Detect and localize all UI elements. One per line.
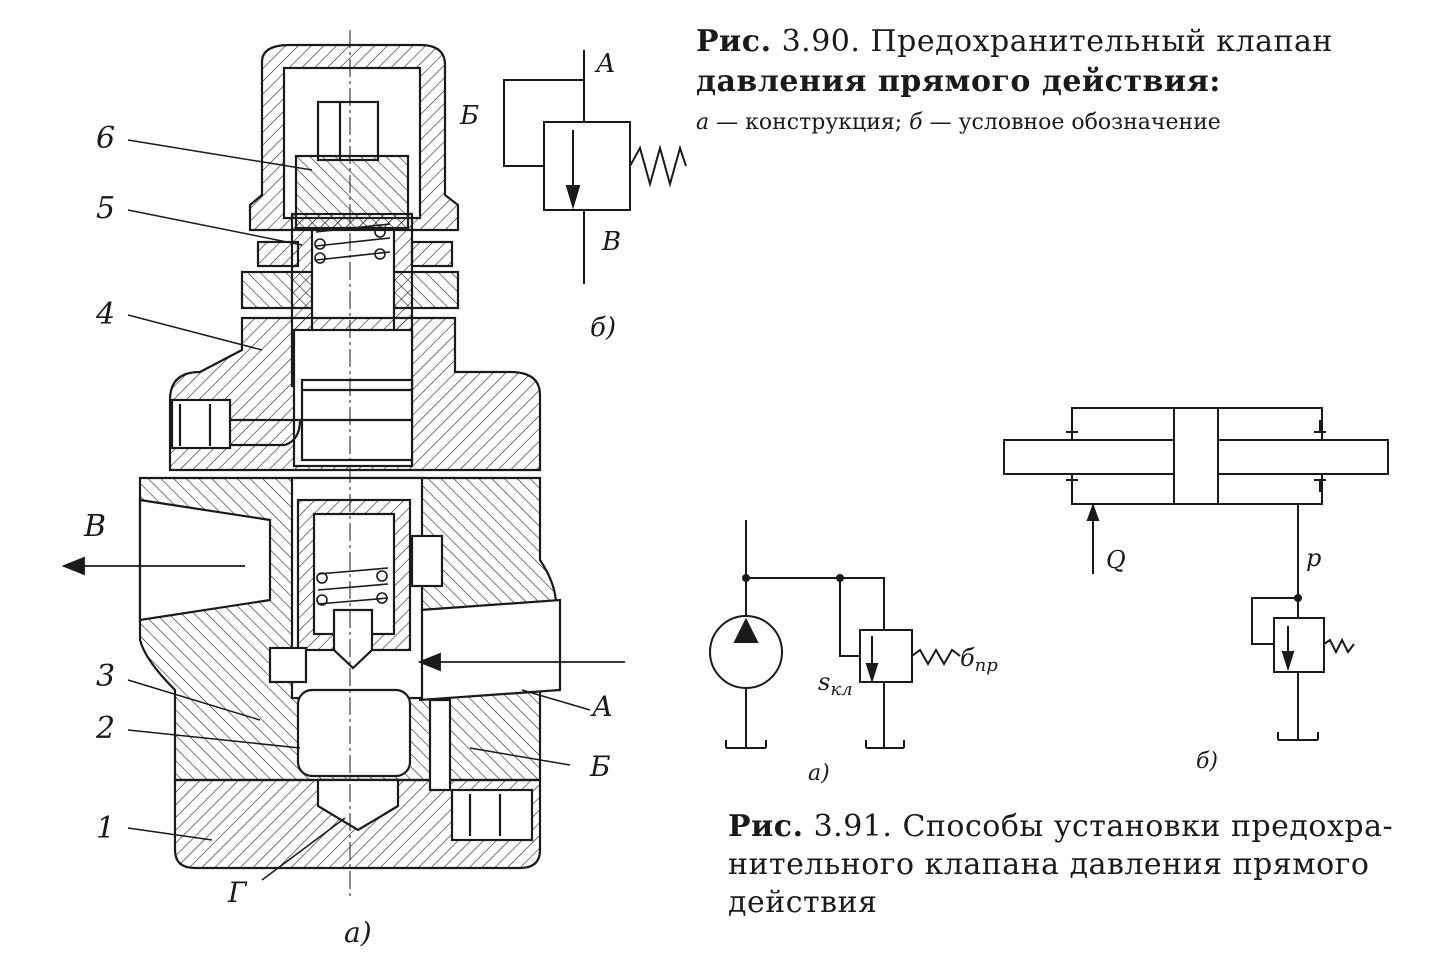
callout-5: 5 bbox=[96, 191, 115, 226]
pump-circuit bbox=[709, 520, 961, 749]
fig391-label: Рис. bbox=[728, 809, 804, 844]
fig390-number: 3.90. bbox=[781, 24, 861, 59]
valve-symbol bbox=[503, 50, 687, 284]
upper-spring bbox=[314, 223, 391, 264]
seat-g-label: Г bbox=[227, 876, 248, 909]
cylinder-circuit bbox=[1003, 407, 1389, 741]
port-b-label: Б bbox=[589, 750, 611, 783]
fig390-caption: Рис. 3.90. Предохранительный клапан давл… bbox=[696, 22, 1396, 138]
fig391-subfig-a: а) bbox=[808, 761, 830, 786]
p-label: p bbox=[1306, 544, 1321, 572]
fig390-title-line2: давления прямого действия: bbox=[696, 64, 1221, 99]
q-label: Q bbox=[1106, 546, 1126, 574]
lower-spring bbox=[316, 567, 389, 606]
fig391-line2: нительного клапана давления прямого bbox=[728, 847, 1370, 882]
symbol-port-v: В bbox=[601, 227, 621, 257]
callout-2: 2 bbox=[95, 711, 115, 746]
subfig-a-label: а) bbox=[344, 916, 372, 949]
flow-arrows bbox=[61, 556, 625, 672]
symbol-subfig-label: б) bbox=[590, 313, 616, 343]
fig391-line3: действия bbox=[728, 885, 878, 920]
callout-3: 3 bbox=[96, 659, 115, 694]
valve-cross-section bbox=[138, 30, 562, 900]
symbol-port-b: Б bbox=[459, 101, 479, 131]
fig391-number: 3.91. bbox=[813, 809, 893, 844]
g-pr-label: бпр bbox=[960, 644, 998, 676]
fig391-caption: Рис. 3.91. Способы установки предохра- н… bbox=[728, 808, 1428, 922]
fig391-line1: Способы установки предохра- bbox=[902, 809, 1394, 844]
fig391-subfig-b: б) bbox=[1196, 749, 1218, 774]
symbol-port-a: А bbox=[594, 49, 616, 79]
callout-1: 1 bbox=[96, 811, 115, 846]
callout-6: 6 bbox=[96, 121, 115, 156]
fig390-label: Рис. bbox=[696, 24, 772, 59]
fig390-legend: а — конструкция; б — условное обозначени… bbox=[696, 110, 1221, 135]
leader-lines bbox=[127, 139, 591, 881]
port-v-label: В bbox=[83, 509, 106, 544]
s-kl-label: sкл bbox=[818, 668, 853, 700]
port-a-label: А bbox=[590, 690, 613, 723]
callout-4: 4 bbox=[95, 297, 115, 332]
fig390-title-line1: Предохранительный клапан bbox=[870, 24, 1333, 59]
